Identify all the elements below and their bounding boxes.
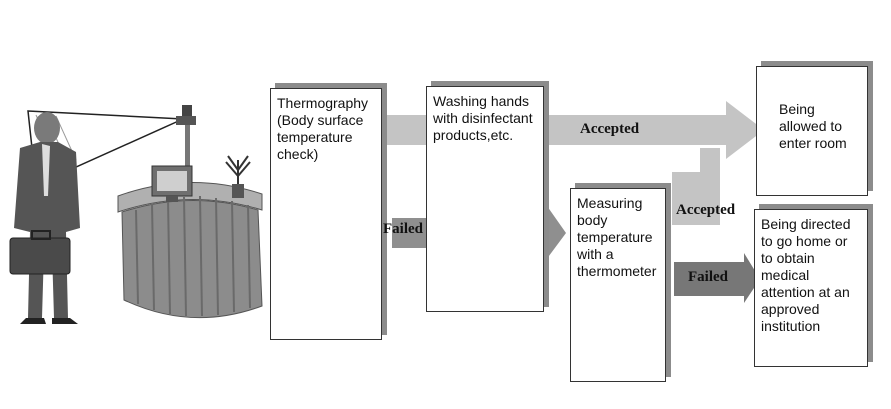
computer-monitor: [151, 165, 193, 202]
box-directed-home-text: Being directed to go home or to obtain m…: [761, 216, 851, 334]
label-failed-right: Failed: [688, 269, 728, 285]
box-washing-hands: Washing hands with disinfectant products…: [426, 86, 544, 312]
box-measuring-temperature-text: Measuring body temperature with a thermo…: [577, 195, 657, 279]
reception-desk: [117, 181, 263, 319]
box-measuring-temperature: Measuring body temperature with a thermo…: [570, 188, 666, 382]
failed-arrow-right: [674, 253, 760, 303]
label-accepted-top: Accepted: [580, 121, 640, 137]
box-directed-home: Being directed to go home or to obtain m…: [754, 209, 868, 367]
box-thermography: Thermography (Body surface temperature c…: [270, 88, 382, 340]
box-allowed-enter: Being allowed to enter room: [756, 66, 868, 196]
label-failed-left: Failed: [383, 221, 423, 237]
box-thermography-text: Thermography (Body surface temperature c…: [277, 95, 369, 162]
potted-plant: [225, 155, 251, 198]
businessman-illustration: [9, 112, 80, 324]
box-allowed-enter-text: Being allowed to enter room: [779, 101, 847, 151]
accepted-elbow-connector: [672, 148, 720, 225]
thermography-camera: [176, 105, 196, 177]
label-accepted-mid: Accepted: [676, 202, 736, 218]
box-washing-hands-text: Washing hands with disinfectant products…: [433, 93, 533, 143]
